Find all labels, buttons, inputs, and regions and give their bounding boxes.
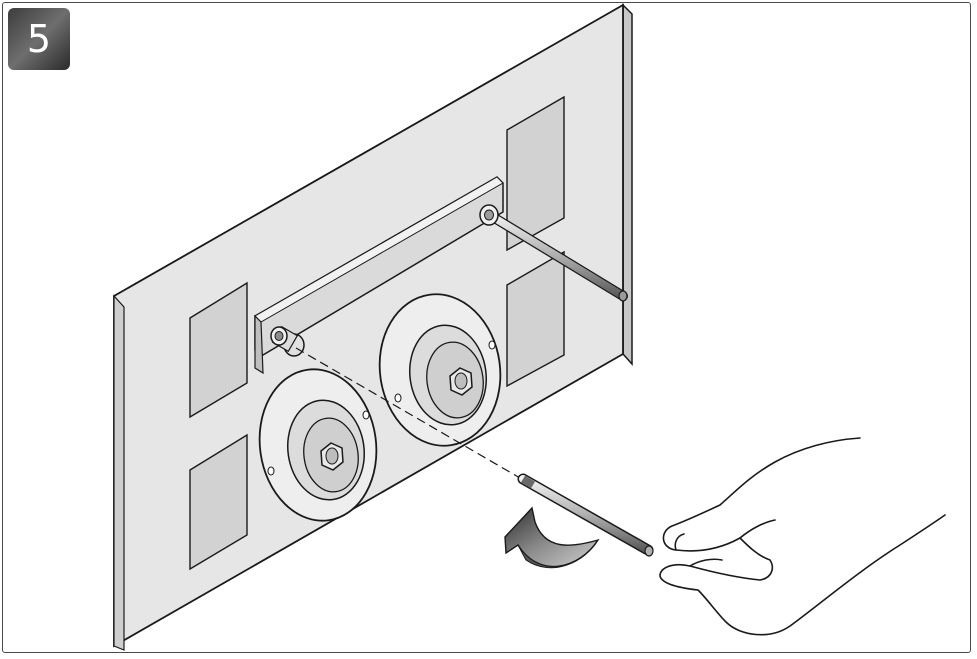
figure-frame [2, 2, 971, 653]
pin-socket [270, 325, 305, 357]
hub-flange-lower [258, 368, 378, 522]
step-number: 5 [26, 17, 52, 61]
mounting-pad [506, 95, 565, 252]
bracket-plate [254, 176, 504, 375]
hub-flange-upper [378, 293, 502, 447]
mounting-pad [189, 433, 248, 571]
mounting-pad [189, 281, 248, 419]
curved-rotate-arrow-icon [504, 506, 600, 569]
step-number-badge: 5 [8, 8, 70, 70]
installed-pin [479, 204, 628, 302]
alignment-guide-line [295, 347, 521, 479]
loose-pin [517, 473, 654, 557]
mounting-pads [189, 95, 565, 571]
mounting-pad [506, 250, 565, 388]
hand-icon [659, 437, 946, 636]
